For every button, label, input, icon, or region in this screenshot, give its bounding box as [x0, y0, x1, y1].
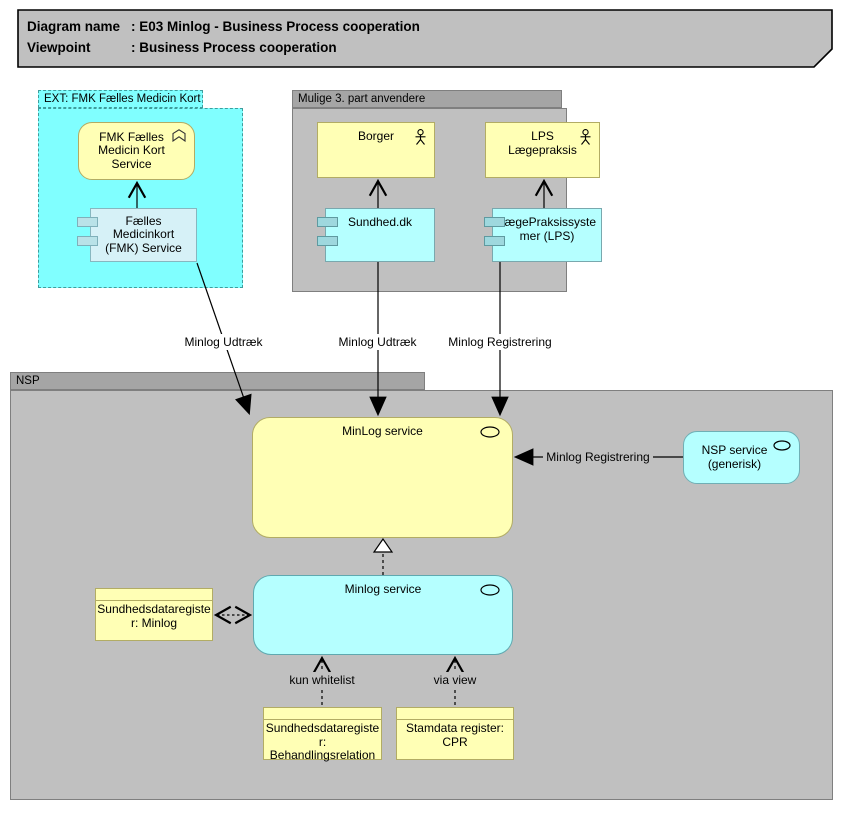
- node-sdr-behandlingsrelation[interactable]: Sundhedsdataregiste r: Behandlingsrelati…: [263, 707, 382, 762]
- diagram-name-row: Diagram name : E03 Minlog - Business Pro…: [27, 16, 420, 37]
- edge-label-fmk-udtraek: Minlog Udtræk: [181, 334, 266, 350]
- group-mulige-label: Mulige 3. part anvendere: [298, 93, 426, 105]
- diagram-title-note: Diagram name : E03 Minlog - Business Pro…: [17, 9, 833, 68]
- actor-icon: [415, 129, 426, 145]
- node-fmk-service[interactable]: FMK Fælles Medicin Kort Service: [78, 122, 195, 180]
- component-icon: [317, 217, 338, 227]
- actor-icon: [580, 129, 591, 145]
- component-icon: [317, 236, 338, 246]
- service-icon: [773, 440, 791, 451]
- node-borger-label: Borger: [357, 129, 395, 143]
- group-nsp-tab[interactable]: NSP: [10, 372, 425, 390]
- node-lps-actor[interactable]: LPS Lægepraksis: [485, 122, 600, 178]
- node-minlog-service-nsp-label: MinLog service: [342, 424, 423, 438]
- group-mulige-tab[interactable]: Mulige 3. part anvendere: [292, 90, 562, 108]
- node-lps-component[interactable]: LægePraksissyste mer (LPS): [484, 208, 602, 262]
- node-fmk-service-label: FMK Fælles Medicin Kort Service: [98, 129, 165, 171]
- business-object-band: [397, 708, 513, 720]
- node-sdr-minlog-label: Sundhedsdataregiste r: Minlog: [97, 602, 211, 630]
- edge-label-via-view: via view: [429, 672, 481, 688]
- node-borger[interactable]: Borger: [317, 122, 435, 178]
- group-ext-fmk-tab[interactable]: EXT: FMK Fælles Medicin Kort: [38, 90, 203, 108]
- component-icon: [77, 236, 98, 246]
- node-stamdata-cpr-label: Stamdata register: CPR: [405, 721, 505, 749]
- group-nsp-label: NSP: [16, 375, 40, 387]
- edge-label-kun-whitelist: kun whitelist: [285, 672, 359, 688]
- component-icon: [484, 236, 505, 246]
- diagram-name-label: Diagram name: [27, 19, 121, 34]
- node-nsp-service-generisk-label: NSP service (generisk): [701, 443, 768, 471]
- node-minlog-service-component[interactable]: Minlog service: [253, 575, 513, 655]
- viewpoint-row: Viewpoint : Business Process cooperation: [27, 37, 420, 58]
- node-fmk-component[interactable]: Fælles Medicinkort (FMK) Service: [77, 208, 197, 264]
- node-stamdata-cpr[interactable]: Stamdata register: CPR: [396, 707, 514, 760]
- business-object-band: [264, 708, 381, 720]
- edge-label-sundhed-udtraek: Minlog Udtræk: [335, 334, 420, 350]
- group-ext-fmk-label: EXT: FMK Fælles Medicin Kort: [44, 93, 201, 105]
- component-icon: [77, 217, 98, 227]
- node-lps-component-label: LægePraksissyste mer (LPS): [497, 215, 597, 243]
- node-minlog-service-nsp[interactable]: MinLog service: [252, 417, 513, 538]
- node-sdr-minlog[interactable]: Sundhedsdataregiste r: Minlog: [95, 588, 213, 641]
- node-lps-actor-label: LPS Lægepraksis: [508, 129, 577, 157]
- node-nsp-service-generisk[interactable]: NSP service (generisk): [683, 431, 800, 484]
- node-fmk-component-label: Fælles Medicinkort (FMK) Service: [105, 213, 182, 255]
- edge-label-nsp-registrering: Minlog Registrering: [543, 449, 653, 465]
- node-sundhed-dk[interactable]: Sundhed.dk: [317, 208, 435, 262]
- diagram-name-value: : E03 Minlog - Business Process cooperat…: [131, 19, 420, 34]
- node-sundhed-dk-label: Sundhed.dk: [347, 215, 413, 229]
- viewpoint-value: : Business Process cooperation: [131, 40, 337, 55]
- node-sdr-behandlingsrelation-label: Sundhedsdataregiste r: Behandlingsrelati…: [265, 721, 380, 762]
- edge-label-lps-registrering: Minlog Registrering: [446, 334, 554, 350]
- function-icon: [172, 129, 186, 142]
- node-minlog-service-component-label: Minlog service: [344, 582, 422, 596]
- service-icon: [480, 426, 500, 438]
- business-object-band: [96, 589, 212, 601]
- component-icon: [484, 217, 505, 227]
- viewpoint-label: Viewpoint: [27, 40, 91, 55]
- note-shape: [17, 9, 833, 68]
- service-icon: [480, 584, 500, 596]
